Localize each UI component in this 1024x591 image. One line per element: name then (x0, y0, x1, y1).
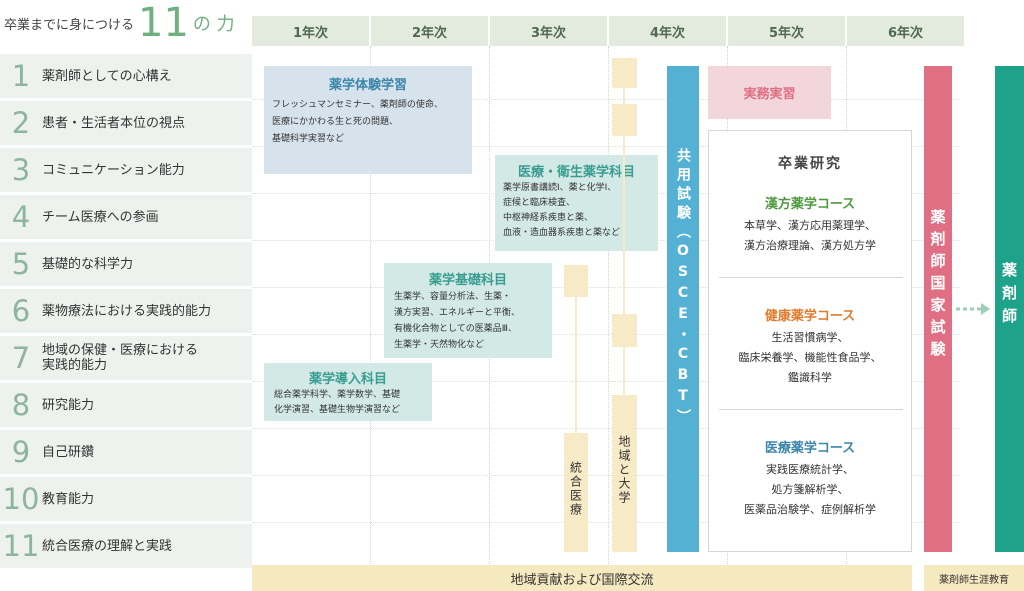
ability-label: 患者・生活者本位の視点 (42, 115, 186, 131)
intro-pharmacy-title: 薬学導入科目 (308, 372, 387, 387)
ability-row: 3 コミュニケーション能力 (0, 148, 252, 192)
practical-training-box: 実務実習 (708, 66, 831, 119)
grid-row-line (252, 99, 960, 100)
integrative-medicine-block (564, 265, 588, 297)
ability-number: 1 (11, 58, 31, 93)
medical-pharmacy-box: 医療・衛生薬学科目 薬学原書講読Ⅰ、薬と化学Ⅰ、 症候と臨床検査、 中枢神経系疾… (495, 155, 658, 251)
grid-row-line (252, 334, 960, 335)
year-header-6: 6年次 (847, 16, 964, 46)
grid-row-line (252, 428, 960, 429)
ability-label: 自己研鑽 (42, 444, 95, 460)
diagram-title: 卒業までに身につける 11 の 力 (0, 0, 250, 46)
ability-label: 薬物療法における実践的能力 (42, 303, 212, 319)
ability-row: 8 研究能力 (0, 383, 252, 427)
grid-row-line (252, 287, 960, 288)
year-header-2: 2年次 (371, 16, 488, 46)
title-number: 11 (138, 0, 189, 46)
grid-row-line (252, 475, 960, 476)
graduation-research-box: 卒業研究 漢方薬学コース 本草学、漢方応用薬理学、 漢方治療理論、漢方処方学 健… (708, 130, 912, 552)
common-exam-bar: 共用試験（OSCE・CBT） (667, 66, 699, 552)
ability-row: 5 基礎的な科学力 (0, 242, 252, 286)
ability-label: 薬剤師としての心構え (42, 68, 172, 84)
course-divider (719, 409, 903, 410)
basic-pharmacy-box: 薬学基礎科目 生薬学、容量分析法、生薬・ 漢方実習、エネルギーと平衡、 有機化合… (384, 263, 552, 358)
course-body: 生活習慣病学、 臨床栄養学、機能性食品学、 鑑識科学 (738, 331, 882, 384)
community-label: 地域と大学 (617, 435, 631, 505)
ability-row: 4 チーム医療への参画 (0, 195, 252, 239)
year-header-4: 4年次 (609, 16, 726, 46)
ability-number: 7 (11, 340, 31, 375)
ability-row: 7 地域の保健・医療における 実践的能力 (0, 336, 252, 380)
course-clinical: 医療薬学コース 実践医療統計学、 処方箋解析学、 医薬品治験学、症例解析学 (709, 437, 911, 520)
experience-learning-title: 薬学体験学習 (328, 78, 407, 93)
course-title: 漢方薬学コース (764, 197, 856, 212)
grid-row-line (252, 381, 960, 382)
ability-row: 11 統合医療の理解と実践 (0, 524, 252, 568)
common-exam-label: 共用試験（OSCE・CBT） (675, 148, 691, 428)
ability-number: 8 (11, 387, 31, 422)
year-header-3: 3年次 (490, 16, 607, 46)
ability-label: チーム医療への参画 (42, 209, 159, 225)
title-prefix: 卒業までに身につける (4, 17, 135, 33)
ability-label: 基礎的な科学力 (42, 256, 134, 272)
title-suffix: の 力 (192, 14, 235, 35)
arrow-right-icon (956, 303, 990, 315)
community-contribution-band: 地域貢献および国際交流 (252, 565, 912, 591)
integrative-medicine-bar: 統合医療 (564, 433, 588, 552)
lifelong-education-label: 薬剤師生涯教育 (924, 565, 1024, 591)
grid-column-line (608, 46, 609, 564)
pharmacist-label: 薬剤師 (1000, 262, 1018, 331)
course-body: 実践医療統計学、 処方箋解析学、 医薬品治験学、症例解析学 (744, 463, 876, 516)
medical-pharmacy-title: 医療・衛生薬学科目 (517, 165, 635, 180)
intro-pharmacy-body: 総合薬学科学、薬学数学、基礎 化学演習、基礎生物学演習など (274, 390, 401, 415)
integrative-medicine-label: 統合医療 (568, 461, 583, 517)
ability-number: 2 (11, 105, 31, 140)
pharmacist-bar: 薬剤師 (995, 66, 1024, 552)
grid-column-line (370, 46, 371, 564)
ability-row: 2 患者・生活者本位の視点 (0, 101, 252, 145)
intro-pharmacy-box: 薬学導入科目 総合薬学科学、薬学数学、基礎 化学演習、基礎生物学演習など (264, 363, 432, 421)
practical-training-label: 実務実習 (743, 87, 796, 102)
basic-pharmacy-title: 薬学基礎科目 (428, 273, 507, 288)
ability-row: 6 薬物療法における実践的能力 (0, 289, 252, 333)
ability-row: 9 自己研鑽 (0, 430, 252, 474)
course-title: 医療薬学コース (764, 441, 856, 456)
medical-pharmacy-body: 薬学原書講読Ⅰ、薬と化学Ⅰ、 症候と臨床検査、 中枢神経系疾患と薬、 血液・造血… (503, 183, 621, 238)
ability-number: 10 (2, 481, 40, 516)
course-body: 本草学、漢方応用薬理学、 漢方治療理論、漢方処方学 (744, 219, 876, 252)
ability-label: コミュニケーション能力 (42, 162, 185, 178)
basic-pharmacy-body: 生薬学、容量分析法、生薬・ 漢方実習、エネルギーと平衡、 有機化合物としての医薬… (394, 292, 521, 350)
ability-number: 11 (2, 528, 40, 563)
community-block (612, 58, 637, 88)
community-block (612, 314, 637, 347)
ability-number: 3 (11, 152, 31, 187)
ability-row: 10 教育能力 (0, 477, 252, 521)
course-kampo: 漢方薬学コース 本草学、漢方応用薬理学、 漢方治療理論、漢方処方学 (709, 193, 911, 256)
year-header-1: 1年次 (252, 16, 369, 46)
ability-number: 5 (11, 246, 31, 281)
ability-row: 1 薬剤師としての心構え (0, 54, 252, 98)
ability-number: 9 (11, 434, 31, 469)
ability-number: 6 (11, 293, 31, 328)
ability-label: 研究能力 (42, 397, 95, 413)
graduation-research-title: 卒業研究 (778, 156, 842, 172)
course-title: 健康薬学コース (764, 309, 856, 324)
ability-label: 地域の保健・医療における 実践的能力 (42, 343, 199, 373)
ability-label: 教育能力 (42, 491, 95, 507)
course-divider (719, 277, 903, 278)
community-block (612, 104, 637, 136)
experience-learning-body: フレッシュマンセミナー、薬剤師の使命、 医療にかかわる生と死の問題、 基礎科学実… (272, 100, 443, 144)
course-health: 健康薬学コース 生活習慣病学、 臨床栄養学、機能性食品学、 鑑識科学 (709, 305, 911, 388)
year-header-5: 5年次 (728, 16, 845, 46)
ability-number: 4 (11, 199, 31, 234)
integrative-medicine-connector (575, 297, 577, 433)
ability-label: 統合医療の理解と実践 (42, 538, 173, 554)
grid-row-line (252, 146, 960, 147)
experience-learning-box: 薬学体験学習 フレッシュマンセミナー、薬剤師の使命、 医療にかかわる生と死の問題… (264, 66, 472, 174)
community-connector (623, 58, 625, 552)
community-bar: 地域と大学 (612, 395, 637, 552)
national-exam-label: 薬剤師国家試験 (928, 209, 947, 363)
grid-row-line (252, 522, 960, 523)
national-exam-bar: 薬剤師国家試験 (924, 66, 952, 552)
